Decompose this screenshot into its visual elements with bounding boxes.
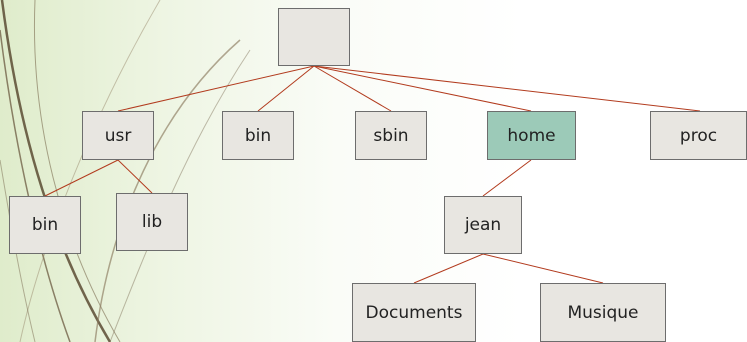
tree-node-bin: bin [222, 111, 294, 160]
edge-jean-documents [413, 253, 484, 284]
tree-node-sbin: sbin [355, 111, 427, 160]
tree-node-home: home [487, 111, 576, 160]
tree-node-documents: Documents [352, 283, 476, 342]
tree-node-root [278, 8, 350, 66]
edge-root-sbin [313, 65, 392, 112]
tree-node-usr-bin: bin [9, 196, 81, 254]
edge-usr-bin [44, 159, 119, 197]
edge-root-home [313, 65, 532, 112]
tree-node-proc: proc [650, 111, 747, 160]
tree-node-jean: jean [444, 196, 522, 254]
edge-home-jean [482, 159, 532, 197]
tree-node-musique: Musique [540, 283, 666, 342]
edge-root-usr [117, 65, 315, 112]
tree-node-usr: usr [82, 111, 154, 160]
tree-node-usr-lib: lib [116, 193, 188, 251]
edge-jean-musique [482, 253, 604, 284]
edge-root-bin [257, 65, 315, 112]
edge-root-proc [313, 65, 701, 112]
edge-usr-lib [117, 159, 153, 194]
